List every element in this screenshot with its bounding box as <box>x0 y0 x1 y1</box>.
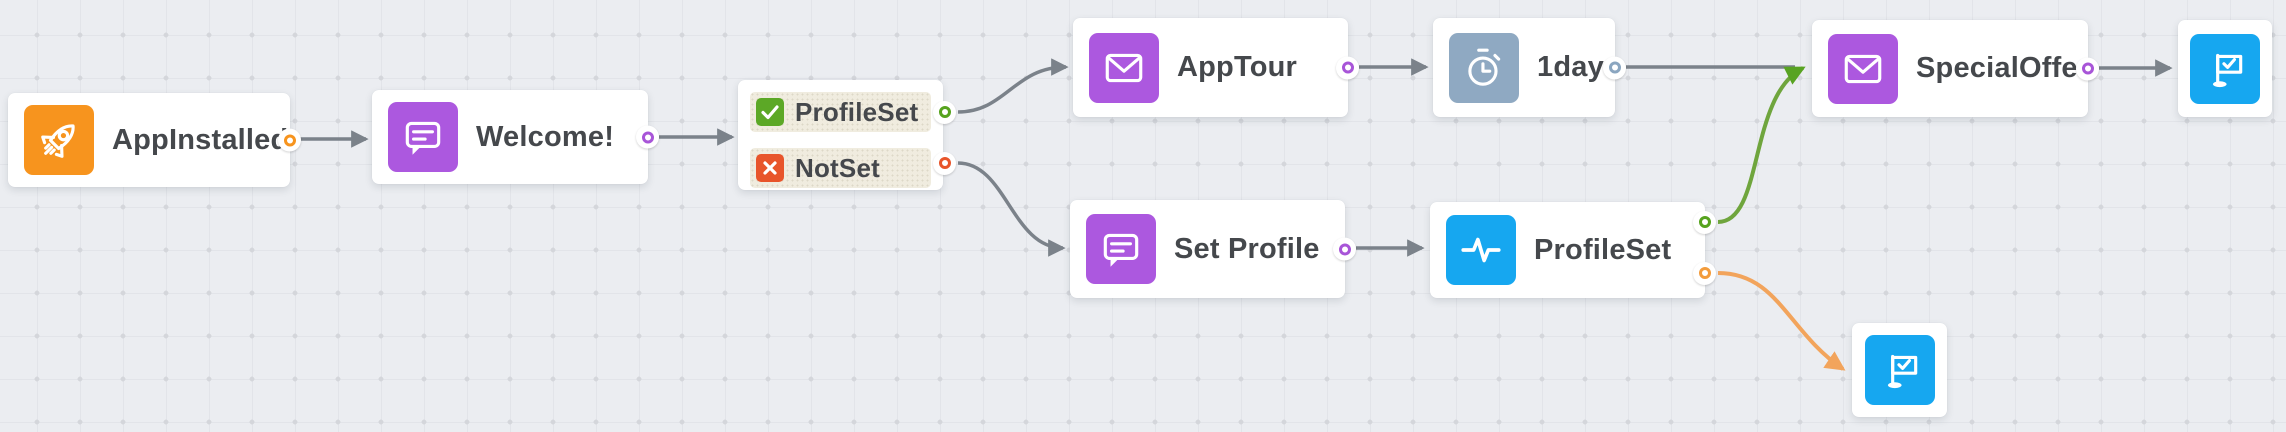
flag-icon <box>1864 335 1935 405</box>
node-label: Set Profile <box>1174 232 1320 265</box>
output-port[interactable] <box>278 128 301 152</box>
branch-profileset[interactable]: ProfileSet <box>750 92 931 132</box>
node-setprofile[interactable]: Set Profile <box>1070 200 1356 298</box>
check-icon <box>756 98 784 126</box>
edge-profileset-apptour[interactable] <box>957 58 1069 114</box>
node-label: AppTour <box>1177 51 1298 83</box>
output-port-profileset[interactable] <box>933 100 956 124</box>
output-port[interactable] <box>1336 56 1359 79</box>
output-port-notset[interactable] <box>933 151 956 175</box>
rocket-icon <box>24 105 94 175</box>
edge-profileset-goal-bottom[interactable] <box>1717 271 1846 371</box>
envelope-icon <box>1089 32 1159 103</box>
timer-icon <box>1449 32 1519 103</box>
node-profileset-event[interactable]: ProfileSet <box>1430 202 1716 298</box>
node-goal-bottom[interactable] <box>1852 323 1947 417</box>
x-icon <box>756 154 784 182</box>
output-port[interactable] <box>1333 237 1356 261</box>
chat-icon <box>388 102 458 172</box>
node-label: AppInstalled <box>112 123 289 156</box>
node-apptour[interactable]: AppTour <box>1073 18 1359 117</box>
node-label: Welcome! <box>476 120 615 153</box>
edge-notset-setprofile[interactable] <box>957 161 1066 257</box>
pulse-icon <box>1446 215 1516 285</box>
node-label: SpecialOffer <box>1916 52 2090 84</box>
flag-icon <box>2190 33 2260 104</box>
node-goal-top[interactable] <box>2178 20 2272 117</box>
node-welcome[interactable]: Welcome! <box>372 90 659 184</box>
node-condition[interactable]: ProfileSet NotSet <box>738 80 956 190</box>
node-label: ProfileSet <box>1534 233 1672 266</box>
branch-label: NotSet <box>795 153 880 183</box>
node-appinstalled[interactable]: AppInstalled <box>8 93 301 187</box>
node-label: 1day <box>1537 51 1604 83</box>
output-port[interactable] <box>2076 57 2099 80</box>
branch-label: ProfileSet <box>795 97 919 127</box>
envelope-icon <box>1828 33 1898 104</box>
branch-notset[interactable]: NotSet <box>750 148 931 188</box>
edge-profileset-specialoffer[interactable] <box>1717 66 1806 224</box>
output-port[interactable] <box>1603 56 1626 79</box>
chat-icon <box>1086 214 1156 284</box>
node-specialoffer[interactable]: SpecialOffer <box>1812 20 2099 117</box>
output-port[interactable] <box>636 125 659 149</box>
output-port-success[interactable] <box>1693 210 1716 234</box>
node-oneday[interactable]: 1day <box>1433 18 1626 117</box>
output-port-fallback[interactable] <box>1693 261 1716 285</box>
